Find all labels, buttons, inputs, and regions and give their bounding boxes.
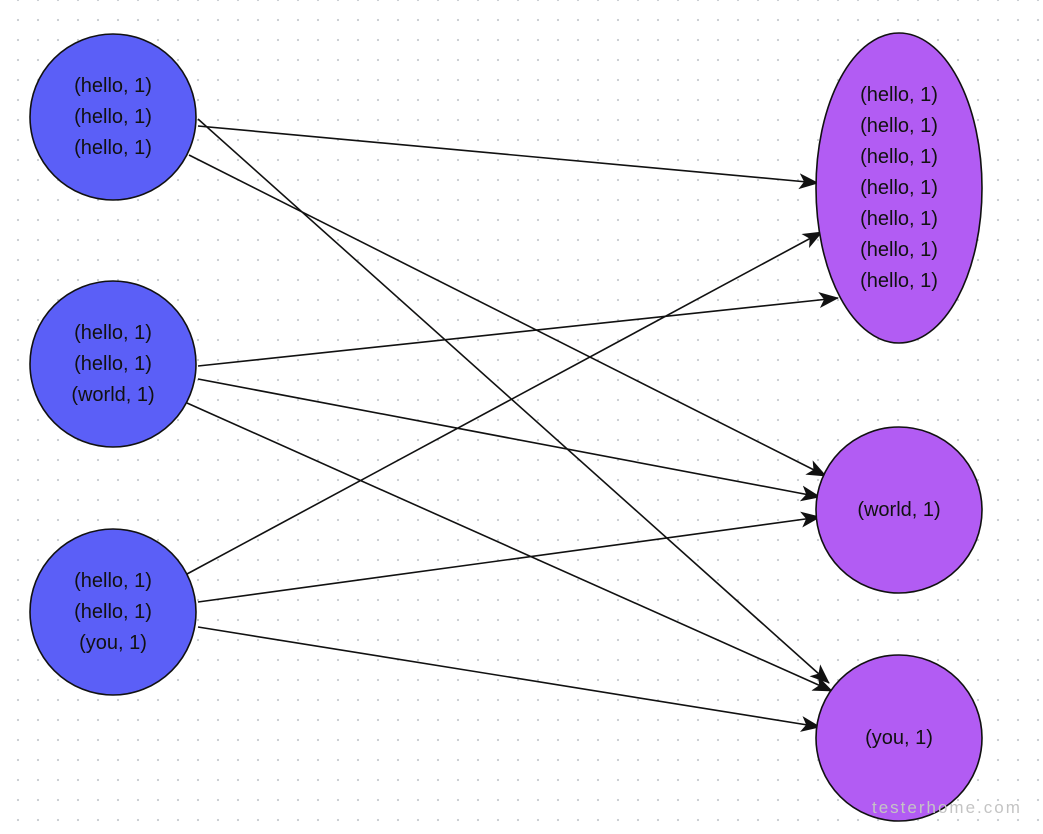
watermark: testerhome.com xyxy=(872,798,1022,817)
source-node-1-shape xyxy=(29,33,197,201)
target-node-3-shape xyxy=(815,654,983,822)
source-node-1-line-3: (hello, 1) xyxy=(74,137,152,159)
target-node-1-line-5: (hello, 1) xyxy=(860,208,938,230)
source-node-3-line-3: (you, 1) xyxy=(79,632,147,654)
target-node-1-line-7: (hello, 1) xyxy=(860,270,938,292)
source-node-2: (hello, 1) (hello, 1) (world, 1) xyxy=(29,280,197,448)
edge-s2-to-t2 xyxy=(197,378,821,502)
edge-s1-to-t2 xyxy=(188,154,827,477)
source-node-3-line-1: (hello, 1) xyxy=(74,570,152,592)
target-node-1: (hello, 1) (hello, 1) (hello, 1) (hello, 1)… xyxy=(815,32,983,344)
source-node-3-line-2: (hello, 1) xyxy=(74,601,152,623)
edge-s3-to-t2 xyxy=(197,511,821,603)
target-node-2-shape xyxy=(815,426,983,594)
target-node-2: (world, 1) xyxy=(815,426,983,594)
source-node-1: (hello, 1) (hello, 1) (hello, 1) xyxy=(29,33,197,201)
source-node-2-line-2: (hello, 1) xyxy=(74,353,152,375)
source-node-1-line-2: (hello, 1) xyxy=(74,106,152,128)
source-node-3: (hello, 1) (hello, 1) (you, 1) xyxy=(29,528,197,696)
edge-s1-to-t1 xyxy=(197,125,819,190)
target-node-1-line-4: (hello, 1) xyxy=(860,177,938,199)
source-node-3-shape xyxy=(29,528,197,696)
source-node-2-shape xyxy=(29,280,197,448)
source-node-2-line-3: (world, 1) xyxy=(71,384,154,406)
target-node-2-line-1: (world, 1) xyxy=(857,499,940,521)
target-node-1-line-2: (hello, 1) xyxy=(860,115,938,137)
edge-s2-to-t1 xyxy=(197,292,839,367)
nodes-layer: (hello, 1)(hello, 1)(hello, 1)(hello, 1)… xyxy=(29,32,983,822)
edge-s3-to-t1 xyxy=(186,231,823,575)
target-node-1-line-1: (hello, 1) xyxy=(860,84,938,106)
edge-s2-to-t3 xyxy=(186,402,833,692)
source-node-2-line-1: (hello, 1) xyxy=(74,322,152,344)
target-node-1-line-6: (hello, 1) xyxy=(860,239,938,261)
target-node-3: (you, 1) xyxy=(815,654,983,822)
edge-s1-to-t3 xyxy=(197,118,830,684)
source-node-1-line-1: (hello, 1) xyxy=(74,75,152,97)
edge-s3-to-t3 xyxy=(197,626,821,732)
target-node-1-line-3: (hello, 1) xyxy=(860,146,938,168)
target-node-1-shape xyxy=(815,32,983,344)
target-node-3-line-1: (you, 1) xyxy=(865,727,933,749)
edges-layer xyxy=(186,118,839,732)
